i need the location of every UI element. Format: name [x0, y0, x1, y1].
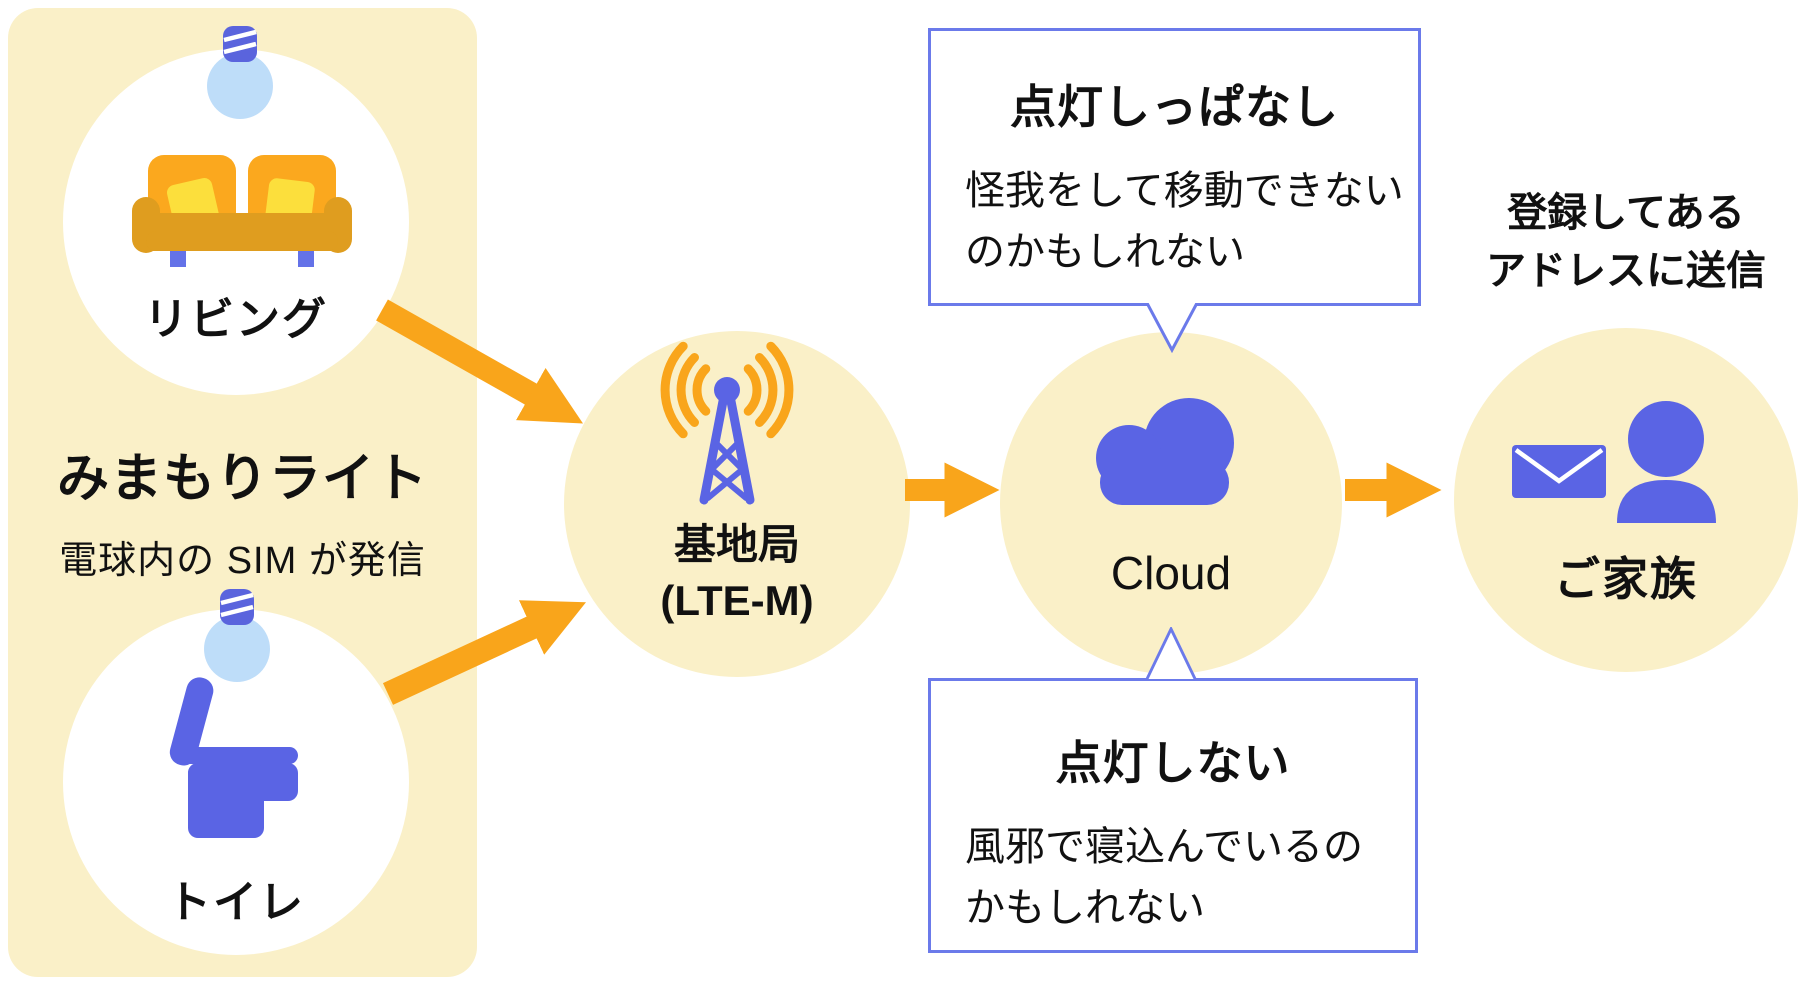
base-station-name: 基地局	[673, 521, 800, 568]
toilet-label: トイレ	[167, 878, 305, 927]
callout-light-on-body: 怪我をして移動できない のかもしれない	[965, 161, 1418, 283]
family-caption: 登録してある アドレスに送信	[1438, 184, 1800, 300]
envelope-icon	[1512, 445, 1606, 498]
callout-light-off-body-line1: 風邪で寝込んでいるの	[965, 825, 1363, 869]
callout-light-off: 点灯しない 風邪で寝込んでいるの かもしれない	[928, 678, 1418, 953]
callout-light-off-body: 風邪で寝込んでいるの かもしれない	[965, 817, 1415, 939]
callout-light-on-body-line2: のかもしれない	[965, 230, 1245, 274]
person-icon	[1617, 401, 1716, 523]
living-room-label: リビング	[144, 295, 328, 344]
sofa-icon	[132, 155, 352, 267]
callout-light-on-tail	[1146, 303, 1198, 353]
callout-light-on: 点灯しっぱなし 怪我をして移動できない のかもしれない	[928, 28, 1421, 306]
callout-light-on-body-line1: 怪我をして移動できない	[965, 169, 1404, 213]
base-station-label: 基地局 (LTE-M)	[564, 517, 910, 629]
family-caption-line2: アドレスに送信	[1486, 249, 1766, 293]
callout-light-off-title: 点灯しない	[1055, 737, 1291, 789]
callout-light-off-body-line2: かもしれない	[965, 886, 1205, 930]
toilet-icon	[169, 677, 298, 838]
base-station-network: (LTE-M)	[660, 577, 814, 624]
panel-title: みまもりライト	[56, 450, 428, 508]
cloud-label: Cloud	[1110, 547, 1232, 599]
light-bulb-icon	[207, 26, 273, 119]
callout-light-on-title: 点灯しっぱなし	[1010, 81, 1339, 133]
family-caption-line1: 登録してある	[1507, 191, 1745, 235]
cloud-icon	[1096, 398, 1234, 505]
callout-light-off-tail	[1146, 627, 1197, 680]
family-label: ご家族	[1554, 553, 1698, 605]
antenna-tower-icon	[660, 341, 794, 505]
light-bulb-icon	[204, 589, 270, 682]
panel-subtitle: 電球内の SIM が発信	[59, 540, 426, 582]
panel-caption: みまもりライト 電球内の SIM が発信	[8, 436, 477, 584]
